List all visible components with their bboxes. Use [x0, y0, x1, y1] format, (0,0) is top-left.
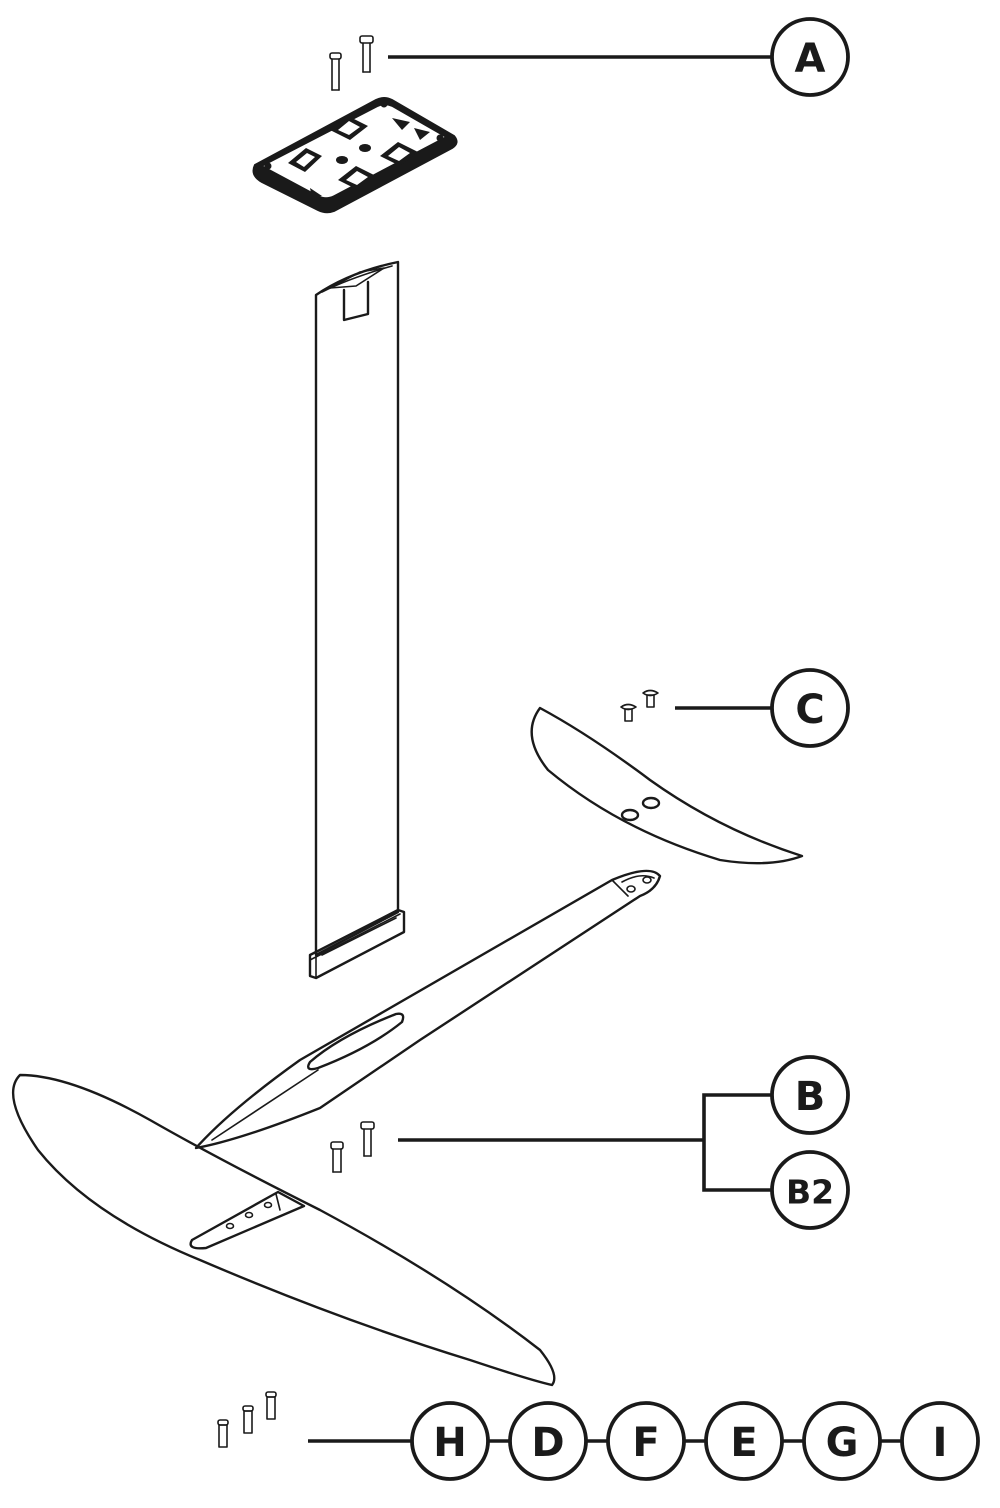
stabilizer-screws-c — [620, 689, 659, 722]
screw — [242, 1405, 254, 1434]
callout-d: D — [508, 1401, 588, 1481]
wing-screws — [217, 1391, 277, 1448]
screw — [360, 1121, 375, 1157]
callout-label-g: G — [826, 1420, 859, 1466]
top-mounting-plate — [252, 97, 458, 214]
callout-i: I — [900, 1401, 980, 1481]
callout-label-f: F — [632, 1420, 659, 1466]
screw — [359, 35, 374, 73]
screw — [330, 1141, 344, 1173]
callout-label-c: C — [795, 687, 824, 733]
mounting-screws-a — [329, 35, 374, 91]
screw — [265, 1391, 277, 1420]
callout-label-a: A — [795, 36, 826, 82]
fuselage-screws-b — [330, 1121, 375, 1173]
rear-stabilizer-wing — [530, 706, 804, 865]
callout-label-e: E — [730, 1420, 757, 1466]
front-wing — [12, 1073, 556, 1387]
callout-label-i: I — [933, 1420, 948, 1466]
leader-lines — [308, 55, 902, 1443]
screw — [329, 52, 342, 91]
screw — [642, 689, 659, 708]
callout-e: E — [704, 1401, 784, 1481]
mast — [308, 260, 406, 980]
callout-a: A — [770, 17, 850, 97]
callout-h: H — [410, 1401, 490, 1481]
callout-b: B — [770, 1055, 850, 1135]
callout-label-b2: B2 — [786, 1173, 834, 1212]
callout-label-d: D — [531, 1420, 564, 1466]
fuselage — [194, 869, 662, 1150]
callout-b2: B2 — [770, 1150, 850, 1230]
screw — [620, 703, 637, 722]
screw — [217, 1419, 229, 1448]
callout-c: C — [770, 668, 850, 748]
callout-g: G — [802, 1401, 882, 1481]
callout-label-b: B — [795, 1074, 826, 1120]
callout-f: F — [606, 1401, 686, 1481]
callout-label-h: H — [433, 1420, 466, 1466]
